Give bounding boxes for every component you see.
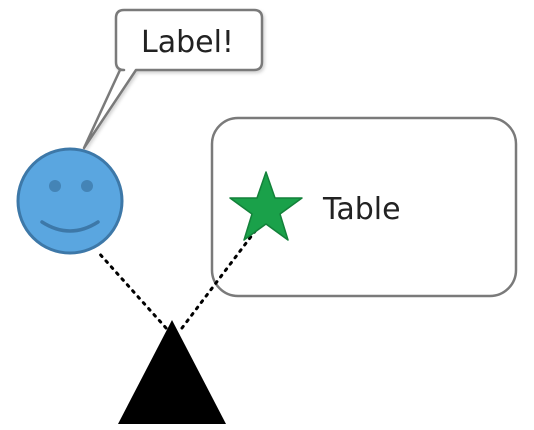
table-label: Table	[322, 192, 401, 227]
connector-lines	[96, 220, 264, 330]
face-circle	[16, 147, 124, 255]
table-box: Table	[210, 116, 518, 298]
callout-bubble	[82, 8, 264, 150]
connector-to-star	[180, 220, 264, 330]
connector-to-face	[96, 250, 168, 330]
star-icon	[229, 171, 303, 241]
callout-label: Label!	[141, 25, 234, 60]
table-box-frame	[210, 116, 518, 298]
triangle-shape	[118, 320, 226, 424]
smiley-face-icon	[16, 147, 124, 255]
triangle-icon	[118, 320, 226, 424]
smile-mouth	[40, 220, 100, 233]
star-shape	[229, 171, 303, 241]
right-eye	[81, 180, 93, 192]
left-eye	[49, 180, 61, 192]
speech-callout: Label!	[82, 8, 264, 150]
